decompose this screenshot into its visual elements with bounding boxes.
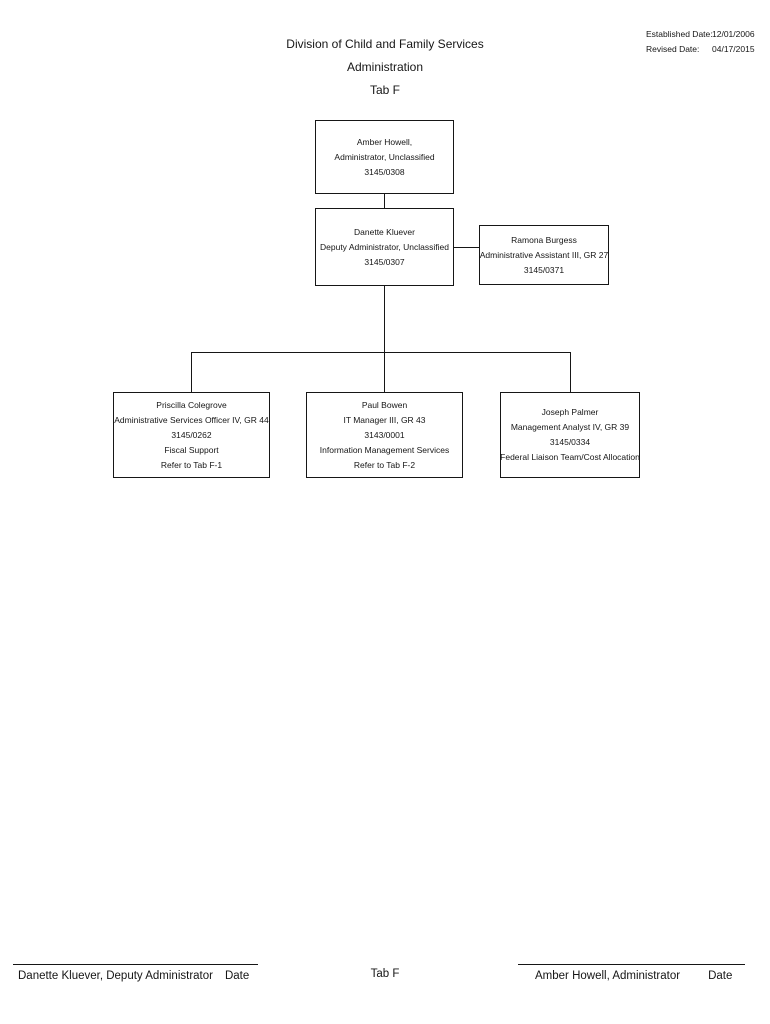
connector-deputy-assistant — [454, 247, 480, 248]
org-node-management-analyst: Joseph Palmer Management Analyst IV, GR … — [500, 392, 640, 478]
person-title: Deputy Administrator, Unclassified — [320, 241, 449, 252]
position-number: 3143/0001 — [364, 429, 405, 440]
revised-date-row: Revised Date: 04/17/2015 — [646, 42, 755, 57]
unit-name: Federal Liaison Team/Cost Allocation — [500, 452, 640, 462]
revised-date-value: 04/17/2015 — [712, 44, 755, 54]
connector-drop-management-analyst — [570, 353, 571, 392]
established-date-value: 12/01/2006 — [712, 29, 755, 39]
established-date-label: Established Date: — [646, 29, 713, 39]
signature-right-date-label: Date — [708, 970, 733, 982]
org-node-deputy-administrator: Danette Kluever Deputy Administrator, Un… — [315, 208, 454, 286]
person-title: Administrative Assistant III, GR 27 — [479, 249, 609, 260]
person-title: IT Manager III, GR 43 — [343, 414, 426, 425]
org-node-administrative-assistant: Ramona Burgess Administrative Assistant … — [479, 225, 609, 285]
org-node-it-manager: Paul Bowen IT Manager III, GR 43 3143/00… — [306, 392, 463, 478]
title-tab: Tab F — [369, 83, 400, 97]
date-info: Established Date: 12/01/2006 Revised Dat… — [646, 27, 755, 57]
signature-left: Danette Kluever, Deputy Administrator Da… — [18, 969, 249, 984]
connector-administrator-deputy — [384, 194, 385, 208]
revised-date-label: Revised Date: — [646, 44, 700, 54]
person-title: Administrator, Unclassified — [334, 151, 435, 162]
person-name: Ramona Burgess — [511, 234, 577, 245]
person-name: Joseph Palmer — [541, 407, 599, 417]
connector-drop-fiscal-support — [191, 353, 192, 392]
signature-line-right — [518, 964, 745, 965]
position-number: 3145/0308 — [364, 166, 405, 177]
unit-name: Information Management Services — [319, 444, 450, 455]
footer-tab-label: Tab F — [370, 968, 400, 980]
title-division: Division of Child and Family Services — [286, 37, 484, 51]
tab-reference: Refer to Tab F-1 — [160, 459, 223, 470]
position-number: 3145/0334 — [549, 437, 591, 447]
position-number: 3145/0262 — [171, 429, 212, 440]
person-name: Danette Kluever — [354, 226, 415, 237]
signature-left-name: Danette Kluever, Deputy Administrator — [18, 970, 213, 982]
org-node-fiscal-support: Priscilla Colegrove Administrative Servi… — [113, 392, 270, 478]
signature-right-gap — [680, 969, 708, 984]
page-title: Division of Child and Family Services Ad… — [0, 33, 770, 102]
unit-name: Fiscal Support — [164, 444, 219, 455]
position-number: 3145/0307 — [364, 256, 405, 267]
person-title: Management Analyst IV, GR 39 — [510, 422, 630, 432]
signature-right: Amber Howell, Administrator Date — [535, 969, 732, 984]
person-title: Administrative Services Officer IV, GR 4… — [114, 414, 269, 425]
signature-line-left — [13, 964, 258, 965]
tab-reference: Refer to Tab F-2 — [353, 459, 416, 470]
position-number: 3145/0371 — [523, 264, 565, 275]
established-date-row: Established Date: 12/01/2006 — [646, 27, 755, 42]
person-name: Paul Bowen — [361, 399, 408, 410]
title-administration: Administration — [346, 60, 424, 74]
person-name: Priscilla Colegrove — [156, 399, 227, 410]
signature-right-name: Amber Howell, Administrator — [535, 970, 681, 982]
connector-deputy-children-drop — [384, 286, 385, 392]
signature-left-date-label: Date — [224, 970, 250, 982]
person-name: Amber Howell, — [356, 136, 413, 147]
org-node-administrator: Amber Howell, Administrator, Unclassifie… — [315, 120, 454, 194]
connector-children-horizontal — [191, 352, 571, 353]
